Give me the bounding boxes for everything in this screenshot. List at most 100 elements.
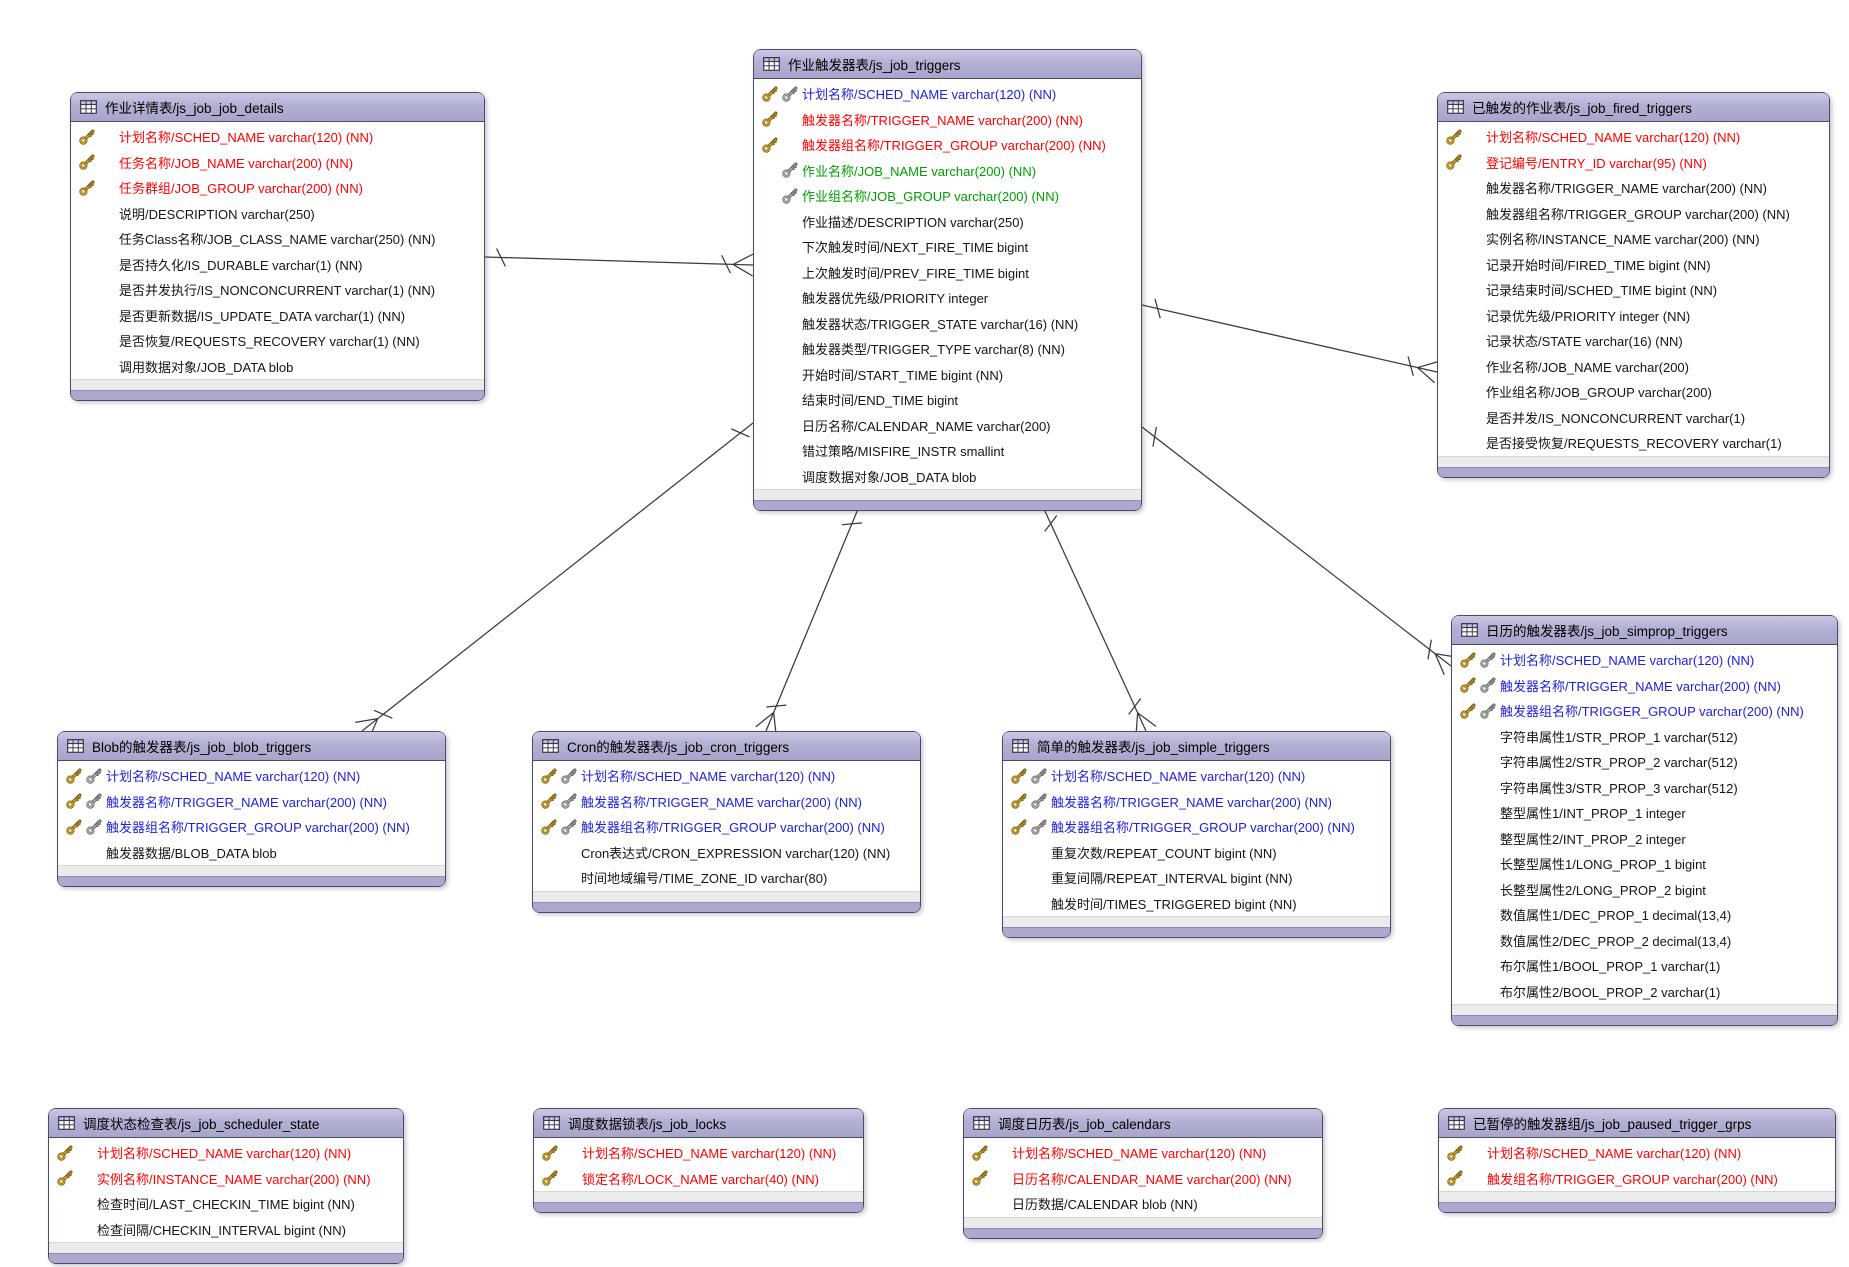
field-row[interactable]: 检查时间/LAST_CHECKIN_TIME bigint (NN): [49, 1191, 403, 1217]
field-row[interactable]: 实例名称/INSTANCE_NAME varchar(200) (NN): [49, 1166, 403, 1192]
field-row[interactable]: 触发器组名称/TRIGGER_GROUP varchar(200) (NN): [754, 132, 1141, 158]
field-row[interactable]: 整型属性1/INT_PROP_1 integer: [1452, 800, 1837, 826]
field-row[interactable]: 登记编号/ENTRY_ID varchar(95) (NN): [1438, 150, 1829, 176]
table-header-scheduler-state[interactable]: 调度状态检查表/js_job_scheduler_state: [49, 1109, 403, 1138]
field-row[interactable]: 长整型属性1/LONG_PROP_1 bigint: [1452, 851, 1837, 877]
field-row[interactable]: 触发器名称/TRIGGER_NAME varchar(200) (NN): [754, 107, 1141, 133]
field-row[interactable]: 错过策略/MISFIRE_INSTR smallint: [754, 438, 1141, 464]
field-row[interactable]: 布尔属性1/BOOL_PROP_1 varchar(1): [1452, 953, 1837, 979]
field-row[interactable]: 日历名称/CALENDAR_NAME varchar(200): [754, 413, 1141, 439]
field-row[interactable]: 任务名称/JOB_NAME varchar(200) (NN): [71, 150, 484, 176]
field-row[interactable]: 整型属性2/INT_PROP_2 integer: [1452, 826, 1837, 852]
field-row[interactable]: 记录结束时间/SCHED_TIME bigint (NN): [1438, 277, 1829, 303]
field-row[interactable]: 时间地域编号/TIME_ZONE_ID varchar(80): [533, 865, 920, 891]
field-row[interactable]: 作业名称/JOB_NAME varchar(200) (NN): [754, 158, 1141, 184]
field-row[interactable]: 结束时间/END_TIME bigint: [754, 387, 1141, 413]
field-row[interactable]: 锁定名称/LOCK_NAME varchar(40) (NN): [534, 1166, 863, 1192]
field-row[interactable]: 触发器优先级/PRIORITY integer: [754, 285, 1141, 311]
field-row[interactable]: 作业描述/DESCRIPTION varchar(250): [754, 209, 1141, 235]
field-row[interactable]: 计划名称/SCHED_NAME varchar(120) (NN): [1439, 1140, 1835, 1166]
field-row[interactable]: 计划名称/SCHED_NAME varchar(120) (NN): [71, 124, 484, 150]
field-row[interactable]: 计划名称/SCHED_NAME varchar(120) (NN): [1003, 763, 1390, 789]
field-row[interactable]: 调用数据对象/JOB_DATA blob: [71, 354, 484, 380]
table-header-blob-triggers[interactable]: Blob的触发器表/js_job_blob_triggers: [58, 732, 445, 761]
field-row[interactable]: 字符串属性2/STR_PROP_2 varchar(512): [1452, 749, 1837, 775]
table-header-simple-triggers[interactable]: 简单的触发器表/js_job_simple_triggers: [1003, 732, 1390, 761]
field-row[interactable]: 计划名称/SCHED_NAME varchar(120) (NN): [1438, 124, 1829, 150]
field-row[interactable]: 触发器名称/TRIGGER_NAME varchar(200) (NN): [1438, 175, 1829, 201]
field-row[interactable]: 长整型属性2/LONG_PROP_2 bigint: [1452, 877, 1837, 903]
field-row[interactable]: 数值属性1/DEC_PROP_1 decimal(13,4): [1452, 902, 1837, 928]
field-row[interactable]: 字符串属性3/STR_PROP_3 varchar(512): [1452, 775, 1837, 801]
field-row[interactable]: 计划名称/SCHED_NAME varchar(120) (NN): [49, 1140, 403, 1166]
field-row[interactable]: 是否并发/IS_NONCONCURRENT varchar(1): [1438, 405, 1829, 431]
field-row[interactable]: 任务群组/JOB_GROUP varchar(200) (NN): [71, 175, 484, 201]
field-row[interactable]: 触发器名称/TRIGGER_NAME varchar(200) (NN): [58, 789, 445, 815]
field-row[interactable]: 调度数据对象/JOB_DATA blob: [754, 464, 1141, 490]
field-row[interactable]: 计划名称/SCHED_NAME varchar(120) (NN): [58, 763, 445, 789]
field-row[interactable]: 是否恢复/REQUESTS_RECOVERY varchar(1) (NN): [71, 328, 484, 354]
field-row[interactable]: 是否并发执行/IS_NONCONCURRENT varchar(1) (NN): [71, 277, 484, 303]
field-row[interactable]: 计划名称/SCHED_NAME varchar(120) (NN): [1452, 647, 1837, 673]
field-row[interactable]: 是否接受恢复/REQUESTS_RECOVERY varchar(1): [1438, 430, 1829, 456]
field-row[interactable]: 触发器类型/TRIGGER_TYPE varchar(8) (NN): [754, 336, 1141, 362]
field-row[interactable]: 下次触发时间/NEXT_FIRE_TIME bigint: [754, 234, 1141, 260]
table-header-fired-triggers[interactable]: 已触发的作业表/js_job_fired_triggers: [1438, 93, 1829, 122]
field-row[interactable]: 数值属性2/DEC_PROP_2 decimal(13,4): [1452, 928, 1837, 954]
field-row[interactable]: 日历名称/CALENDAR_NAME varchar(200) (NN): [964, 1166, 1322, 1192]
field-row[interactable]: 触发器组名称/TRIGGER_GROUP varchar(200) (NN): [1452, 698, 1837, 724]
table-header-calendars[interactable]: 调度日历表/js_job_calendars: [964, 1109, 1322, 1138]
field-row[interactable]: 作业组名称/JOB_GROUP varchar(200) (NN): [754, 183, 1141, 209]
field-row[interactable]: 检查间隔/CHECKIN_INTERVAL bigint (NN): [49, 1217, 403, 1243]
field-row[interactable]: 触发器组名称/TRIGGER_GROUP varchar(200) (NN): [1438, 201, 1829, 227]
field-row[interactable]: 触发器名称/TRIGGER_NAME varchar(200) (NN): [533, 789, 920, 815]
field-row[interactable]: 作业组名称/JOB_GROUP varchar(200): [1438, 379, 1829, 405]
field-row[interactable]: 触发时间/TIMES_TRIGGERED bigint (NN): [1003, 891, 1390, 917]
field-row[interactable]: 计划名称/SCHED_NAME varchar(120) (NN): [533, 763, 920, 789]
field-row[interactable]: 实例名称/INSTANCE_NAME varchar(200) (NN): [1438, 226, 1829, 252]
field-row[interactable]: 触发器组名称/TRIGGER_GROUP varchar(200) (NN): [533, 814, 920, 840]
table-header-locks[interactable]: 调度数据锁表/js_job_locks: [534, 1109, 863, 1138]
field-row[interactable]: 任务Class名称/JOB_CLASS_NAME varchar(250) (N…: [71, 226, 484, 252]
field-row[interactable]: 是否持久化/IS_DURABLE varchar(1) (NN): [71, 252, 484, 278]
field-row[interactable]: 开始时间/START_TIME bigint (NN): [754, 362, 1141, 388]
table-header-cron-triggers[interactable]: Cron的触发器表/js_job_cron_triggers: [533, 732, 920, 761]
field-row[interactable]: 触发组名称/TRIGGER_GROUP varchar(200) (NN): [1439, 1166, 1835, 1192]
field-row[interactable]: 上次触发时间/PREV_FIRE_TIME bigint: [754, 260, 1141, 286]
table-header-simprop-triggers[interactable]: 日历的触发器表/js_job_simprop_triggers: [1452, 616, 1837, 645]
field-row[interactable]: 触发器组名称/TRIGGER_GROUP varchar(200) (NN): [58, 814, 445, 840]
field-row[interactable]: Cron表达式/CRON_EXPRESSION varchar(120) (NN…: [533, 840, 920, 866]
field-row[interactable]: 说明/DESCRIPTION varchar(250): [71, 201, 484, 227]
field-row[interactable]: 记录优先级/PRIORITY integer (NN): [1438, 303, 1829, 329]
field-row[interactable]: 计划名称/SCHED_NAME varchar(120) (NN): [754, 81, 1141, 107]
field-row[interactable]: 日历数据/CALENDAR blob (NN): [964, 1191, 1322, 1217]
field-row[interactable]: 计划名称/SCHED_NAME varchar(120) (NN): [964, 1140, 1322, 1166]
table-header-paused-trigger-grps[interactable]: 已暂停的触发器组/js_job_paused_trigger_grps: [1439, 1109, 1835, 1138]
field-row[interactable]: 触发器名称/TRIGGER_NAME varchar(200) (NN): [1003, 789, 1390, 815]
table-header-job-details[interactable]: 作业详情表/js_job_job_details: [71, 93, 484, 122]
table-header-job-triggers[interactable]: 作业触发器表/js_job_triggers: [754, 50, 1141, 79]
field-row[interactable]: 触发器数据/BLOB_DATA blob: [58, 840, 445, 866]
field-row[interactable]: 字符串属性1/STR_PROP_1 varchar(512): [1452, 724, 1837, 750]
field-row[interactable]: 计划名称/SCHED_NAME varchar(120) (NN): [534, 1140, 863, 1166]
field-row[interactable]: 触发器状态/TRIGGER_STATE varchar(16) (NN): [754, 311, 1141, 337]
field-row[interactable]: 是否更新数据/IS_UPDATE_DATA varchar(1) (NN): [71, 303, 484, 329]
field-row[interactable]: 重复间隔/REPEAT_INTERVAL bigint (NN): [1003, 865, 1390, 891]
field-row[interactable]: 触发器名称/TRIGGER_NAME varchar(200) (NN): [1452, 673, 1837, 699]
field-row[interactable]: 重复次数/REPEAT_COUNT bigint (NN): [1003, 840, 1390, 866]
field-row[interactable]: 布尔属性2/BOOL_PROP_2 varchar(1): [1452, 979, 1837, 1005]
field-row[interactable]: 作业名称/JOB_NAME varchar(200): [1438, 354, 1829, 380]
field-row[interactable]: 记录开始时间/FIRED_TIME bigint (NN): [1438, 252, 1829, 278]
field-row[interactable]: 触发器组名称/TRIGGER_GROUP varchar(200) (NN): [1003, 814, 1390, 840]
